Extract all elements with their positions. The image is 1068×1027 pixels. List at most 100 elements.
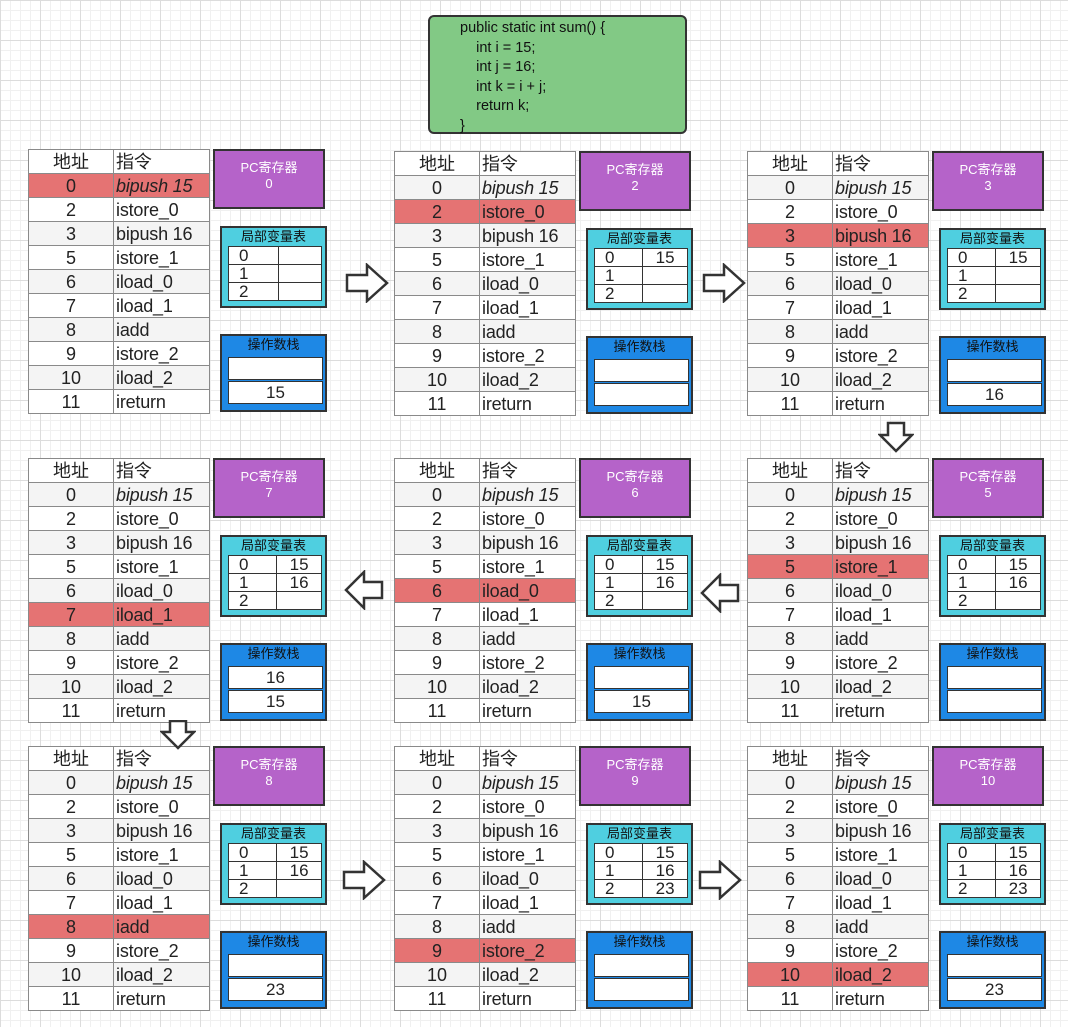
instruction-opcode: ireturn <box>479 698 576 723</box>
local-var-value <box>642 266 688 285</box>
local-var-row: 2 <box>593 591 688 610</box>
instruction-header: 指令 <box>832 151 929 176</box>
instruction-address: 0 <box>27 482 115 507</box>
arrow-left-icon <box>344 570 384 610</box>
instruction-address: 6 <box>27 578 115 603</box>
instruction-opcode: bipush 16 <box>113 818 210 843</box>
instruction-address: 9 <box>746 343 834 368</box>
instruction-address: 2 <box>393 794 481 819</box>
pc-register-title: PC寄存器 <box>606 757 664 772</box>
instruction-address: 6 <box>27 866 115 891</box>
local-var-value <box>995 591 1041 610</box>
instruction-address: 11 <box>27 986 115 1011</box>
address-header: 地址 <box>27 458 115 483</box>
operand-stack-cell <box>947 666 1042 689</box>
instruction-opcode: ireturn <box>832 391 929 416</box>
instruction-header: 指令 <box>832 458 929 483</box>
pc-register-value: 7 <box>265 485 273 500</box>
instruction-opcode: bipush 16 <box>832 818 929 843</box>
operand-stack-cell <box>947 359 1042 382</box>
instruction-address: 3 <box>746 818 834 843</box>
local-var-index: 0 <box>593 248 644 267</box>
address-header: 地址 <box>393 746 481 771</box>
instruction-opcode: bipush 15 <box>832 175 929 200</box>
instruction-header-row: 地址指令 <box>746 746 929 771</box>
instruction-opcode: iadd <box>832 914 929 939</box>
pc-register-title: PC寄存器 <box>606 162 664 177</box>
instruction-address: 10 <box>27 962 115 987</box>
instruction-address: 3 <box>393 818 481 843</box>
instruction-header: 指令 <box>113 458 210 483</box>
instruction-opcode: iadd <box>113 317 210 342</box>
instruction-header: 指令 <box>113 746 210 771</box>
local-var-value: 16 <box>642 861 688 880</box>
instruction-address: 6 <box>27 269 115 294</box>
instruction-opcode: iload_1 <box>113 602 210 627</box>
operand-stack-cell <box>594 666 689 689</box>
local-var-index: 2 <box>228 282 279 301</box>
local-var-row: 2 <box>593 284 688 303</box>
instruction-address: 11 <box>746 391 834 416</box>
instruction-opcode: istore_2 <box>113 650 210 675</box>
operand-stack-cell <box>947 954 1042 977</box>
instruction-address: 8 <box>746 626 834 651</box>
instruction-address: 8 <box>393 626 481 651</box>
operand-stack: 操作数栈 <box>586 336 693 414</box>
local-var-index: 1 <box>946 573 997 592</box>
local-var-value: 15 <box>276 843 322 862</box>
local-var-value: 15 <box>995 843 1041 862</box>
instruction-address: 6 <box>746 578 834 603</box>
instruction-opcode: iload_0 <box>832 578 929 603</box>
instruction-address: 7 <box>27 293 115 318</box>
instruction-address: 5 <box>393 247 481 272</box>
instruction-opcode: ireturn <box>832 698 929 723</box>
instruction-address: 5 <box>393 842 481 867</box>
local-var-index: 2 <box>227 879 278 898</box>
instruction-header: 指令 <box>113 149 210 174</box>
instruction-address: 11 <box>393 391 481 416</box>
instruction-opcode: iload_0 <box>479 866 576 891</box>
local-var-index: 1 <box>593 861 644 880</box>
instruction-header: 指令 <box>479 458 576 483</box>
instruction-opcode: bipush 16 <box>479 223 576 248</box>
instruction-opcode: istore_1 <box>113 245 210 270</box>
instruction-address: 7 <box>27 602 115 627</box>
operand-stack-cell <box>228 954 323 977</box>
address-header: 地址 <box>27 149 115 174</box>
instruction-address: 7 <box>393 602 481 627</box>
instruction-opcode: bipush 16 <box>832 530 929 555</box>
operand-stack-title: 操作数栈 <box>966 646 1019 661</box>
instruction-address: 9 <box>27 938 115 963</box>
